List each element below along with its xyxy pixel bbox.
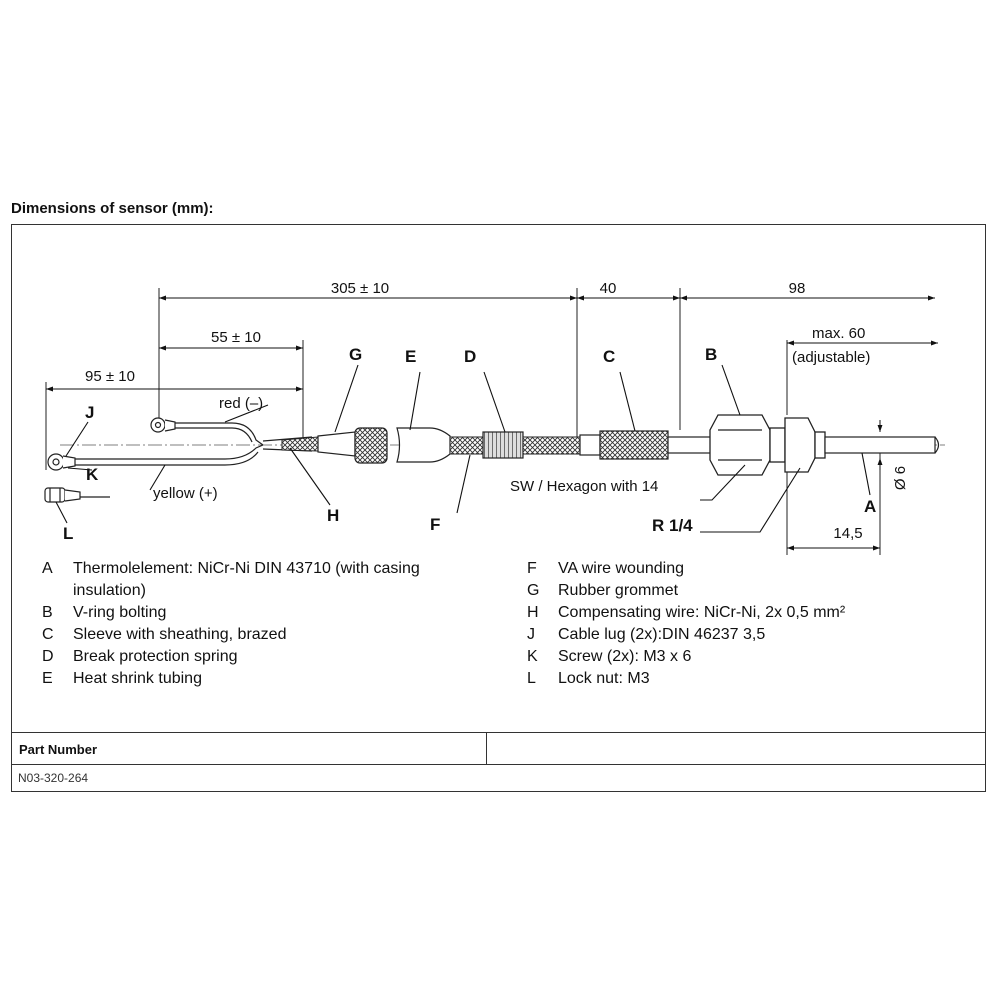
letter-a: A <box>864 497 876 516</box>
compensating-wire <box>281 436 319 452</box>
letter-h: H <box>327 506 339 525</box>
heat-shrink-tubing <box>396 427 451 463</box>
letter-b: B <box>705 345 717 364</box>
leader-lines <box>55 364 871 533</box>
letter-c: C <box>603 347 615 366</box>
part-number-header-row: Part Number <box>11 732 986 765</box>
part-number-value: N03-320-264 <box>18 771 89 785</box>
dim-55: 55 ± 10 <box>211 329 261 346</box>
diagram-heading: Dimensions of sensor (mm): <box>11 200 214 217</box>
dim-diameter: Ø 6 <box>892 466 909 490</box>
dimension-lines <box>46 295 938 551</box>
hexagon-label: SW / Hexagon with 14 <box>510 478 658 495</box>
cable-lugs <box>47 417 176 471</box>
part-number-divider <box>486 733 487 764</box>
wire-yellow-label: yellow (+) <box>153 485 218 502</box>
thread-label: R 1/4 <box>652 516 693 535</box>
dim-14-5: 14,5 <box>833 525 862 542</box>
rubber-grommet <box>317 431 356 457</box>
dim-305: 305 ± 10 <box>331 280 389 297</box>
sleeve <box>599 430 669 460</box>
screw-nut <box>44 487 81 503</box>
grommet-body <box>354 427 388 464</box>
letter-g: G <box>349 345 362 364</box>
letter-k: K <box>86 465 99 484</box>
letter-e: E <box>405 347 416 366</box>
dim-max60: max. 60 <box>812 325 865 342</box>
thermoelement <box>824 436 936 454</box>
break-protection-spring <box>482 431 524 459</box>
dim-95: 95 ± 10 <box>85 368 135 385</box>
dim-adjustable: (adjustable) <box>792 349 870 366</box>
sheathing <box>522 436 581 455</box>
part-number-label: Part Number <box>19 742 98 757</box>
dim-40: 40 <box>600 280 617 297</box>
wire-red-label: red (–) <box>219 395 263 412</box>
v-ring-bolting <box>709 414 826 476</box>
letter-l: L <box>63 524 73 543</box>
letter-f: F <box>430 515 440 534</box>
drawing-frame <box>11 224 986 792</box>
dim-98: 98 <box>789 280 806 297</box>
va-wire-wounding <box>449 436 484 455</box>
letter-d: D <box>464 347 476 366</box>
letter-j: J <box>85 403 94 422</box>
